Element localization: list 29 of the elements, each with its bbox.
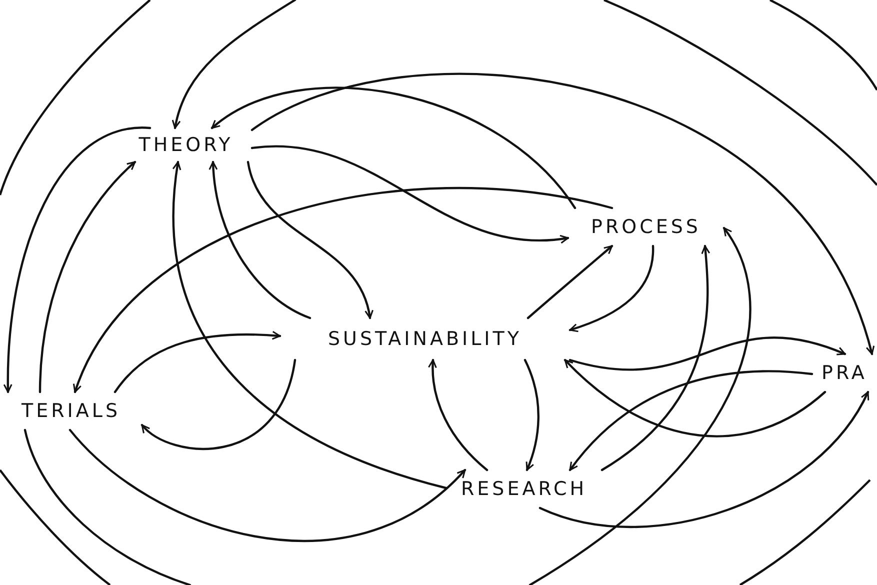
curved-arrow	[568, 370, 814, 472]
concept-label: RESEARCH	[460, 478, 588, 500]
curved-arrow	[250, 145, 570, 244]
curved-arrow	[140, 358, 296, 450]
curved-arrow	[74, 187, 614, 394]
curved-arrow	[172, 0, 296, 130]
curved-arrow	[210, 86, 576, 210]
curved-arrow	[524, 358, 540, 472]
curved-arrow	[114, 331, 282, 394]
curved-arrow	[38, 160, 136, 394]
curved-arrow	[428, 358, 488, 472]
curved-arrow	[209, 160, 312, 320]
curved-arrow	[528, 226, 751, 585]
concept-label: THEORY	[138, 134, 234, 156]
curved-arrow	[526, 244, 614, 320]
curved-arrow	[4, 126, 152, 394]
curved-arrow	[568, 244, 654, 332]
curved-arrow	[538, 390, 870, 528]
concept-label: TERIALS	[21, 400, 121, 422]
curved-arrow	[250, 72, 874, 356]
curved-arrow	[568, 336, 846, 371]
curved-arrow	[564, 358, 826, 438]
curved-arrow	[172, 160, 448, 490]
curved-arrow	[600, 244, 710, 472]
curved-arrow	[246, 160, 373, 320]
concept-label: PROCESS	[590, 216, 701, 238]
curved-arrow	[68, 428, 466, 542]
concept-label: SUSTAINABILITY	[328, 328, 522, 350]
concept-label: PRA	[822, 362, 868, 384]
